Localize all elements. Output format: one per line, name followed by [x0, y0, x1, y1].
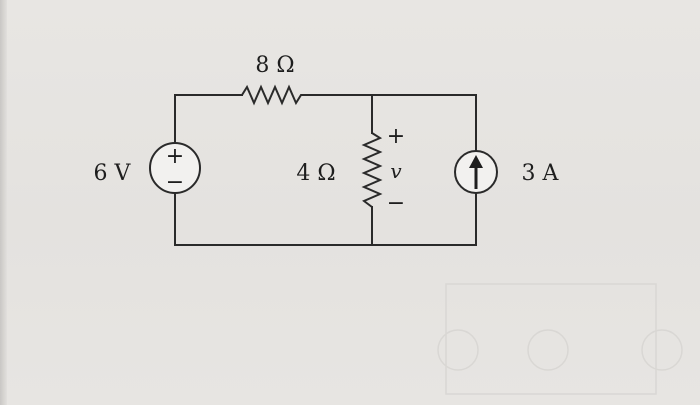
- resistor-8-ohm-symbol: [241, 84, 306, 106]
- up-arrow-icon: [469, 155, 483, 189]
- paper-edge-shadow: [0, 0, 7, 405]
- measured-voltage-minus-sign: −: [387, 191, 405, 216]
- resistor-4-ohm-label: 4 Ω: [296, 161, 335, 186]
- voltage-source-minus-sign: −: [166, 170, 184, 195]
- voltage-source-plus-sign: +: [166, 144, 184, 169]
- bleed-through-circle-1: [437, 329, 479, 371]
- circuit-wires: [174, 94, 477, 246]
- wire-left-top: [174, 94, 243, 144]
- voltage-source-symbol: [149, 142, 201, 194]
- resistor-8-ohm-label: 8 Ω: [255, 53, 294, 78]
- bleed-through-box: [445, 283, 657, 395]
- wire-bottom: [174, 192, 477, 246]
- voltage-source-label: 6 V: [94, 161, 132, 186]
- current-source-label: 3 A: [522, 161, 560, 186]
- resistor-4-ohm-symbol: [361, 132, 383, 208]
- bleed-through-marks: [437, 283, 683, 395]
- bleed-through-circle-3: [641, 329, 683, 371]
- measured-voltage-plus-sign: +: [387, 124, 405, 149]
- measured-voltage-symbol: v: [390, 159, 402, 183]
- bleed-through-circle-2: [527, 329, 569, 371]
